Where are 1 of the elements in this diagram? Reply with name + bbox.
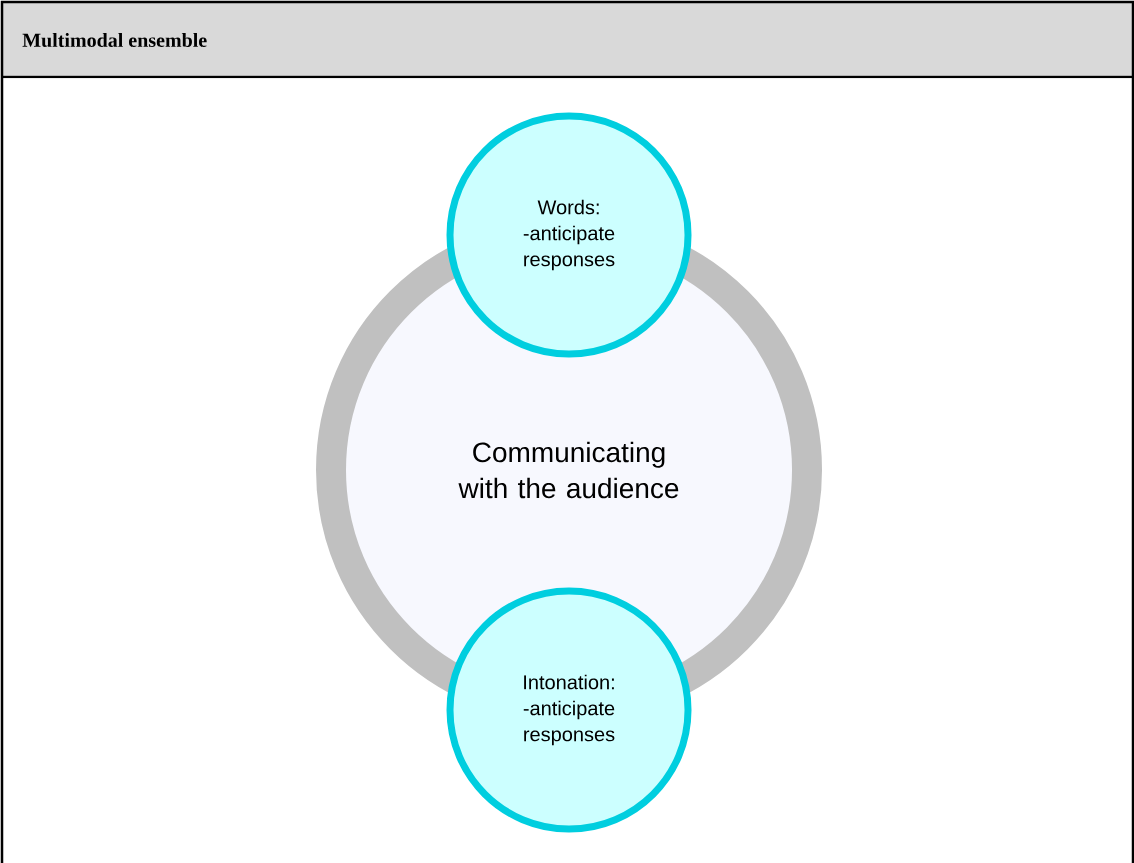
header-band: Multimodal ensemble [2,2,1133,77]
